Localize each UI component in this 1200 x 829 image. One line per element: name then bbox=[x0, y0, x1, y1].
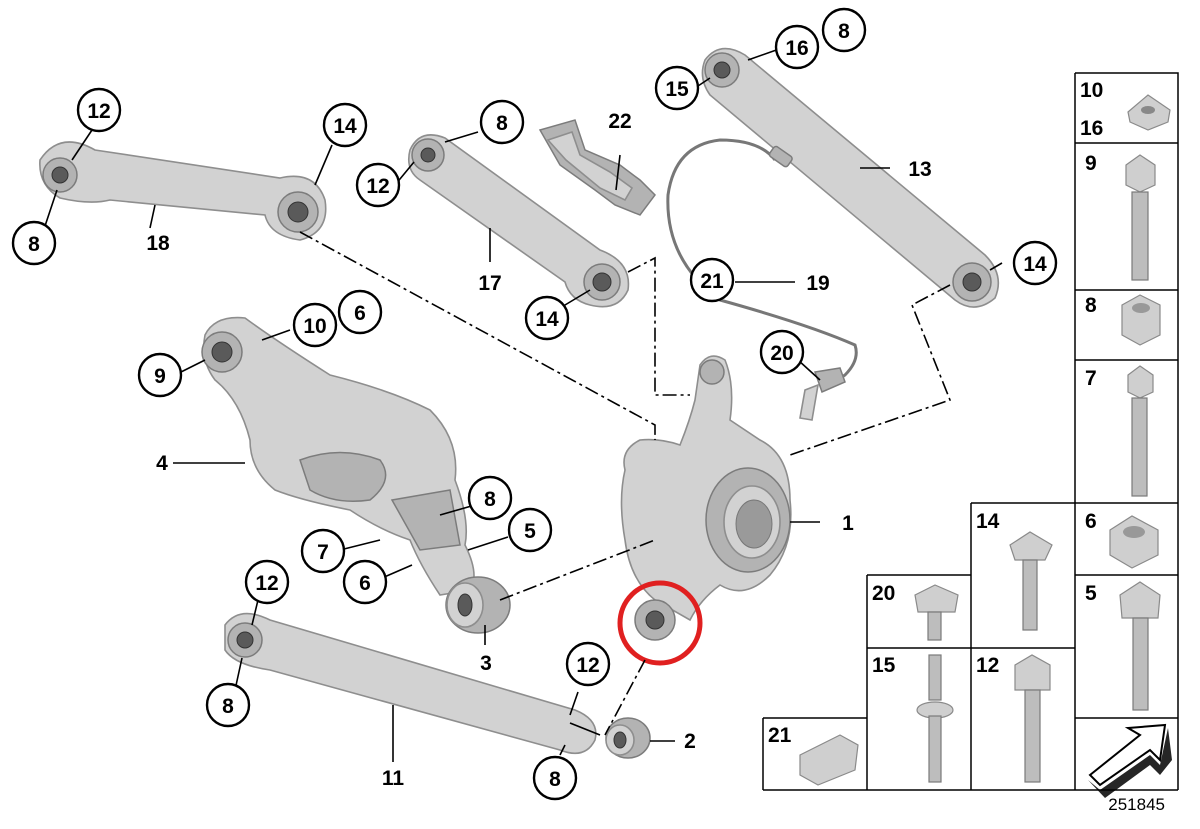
bracket-22[interactable] bbox=[538, 119, 656, 216]
hardware-clip-21[interactable]: 21 bbox=[768, 724, 859, 786]
control-arm-17[interactable] bbox=[407, 134, 630, 308]
callout-10: 10 bbox=[292, 302, 338, 348]
callout-6-bottom: 6 bbox=[342, 559, 388, 605]
hardware-bolt-12[interactable]: 12 bbox=[976, 654, 1051, 783]
label-17: 17 bbox=[478, 272, 501, 295]
callout-12-top-left: 12 bbox=[76, 87, 122, 133]
callout-9: 9 bbox=[137, 352, 183, 398]
control-arm-13[interactable] bbox=[701, 47, 1000, 308]
svg-text:16: 16 bbox=[785, 37, 808, 60]
callout-6-top: 6 bbox=[337, 289, 383, 335]
callout-12-arm17: 12 bbox=[355, 162, 401, 208]
abs-sensor-wire-19[interactable] bbox=[666, 138, 858, 387]
trailing-arm-4[interactable] bbox=[201, 316, 475, 596]
label-18: 18 bbox=[146, 232, 170, 255]
callout-7: 7 bbox=[300, 528, 346, 574]
svg-text:8: 8 bbox=[838, 20, 850, 43]
callout-8-arm17: 8 bbox=[479, 99, 525, 145]
svg-text:12: 12 bbox=[576, 654, 599, 677]
label-2: 2 bbox=[684, 730, 696, 753]
svg-text:7: 7 bbox=[317, 541, 329, 564]
carrier-lower-bushing[interactable] bbox=[617, 580, 703, 666]
label-13: 13 bbox=[908, 158, 931, 181]
callout-14-top: 14 bbox=[322, 102, 368, 148]
highlight-ring bbox=[617, 580, 703, 666]
svg-text:8: 8 bbox=[496, 112, 508, 135]
svg-text:14: 14 bbox=[535, 308, 559, 331]
hardware-bolt-9[interactable]: 9 bbox=[1085, 152, 1156, 281]
hardware-stud-15[interactable]: 15 bbox=[872, 654, 954, 783]
label-4: 4 bbox=[156, 452, 168, 475]
label-11: 11 bbox=[382, 767, 405, 790]
svg-text:8: 8 bbox=[28, 233, 40, 256]
svg-text:7: 7 bbox=[1085, 367, 1097, 390]
svg-text:14: 14 bbox=[1023, 253, 1047, 276]
svg-text:20: 20 bbox=[770, 342, 793, 365]
wheel-carrier-1[interactable] bbox=[620, 355, 792, 622]
callout-8-arm11-left: 8 bbox=[205, 682, 251, 728]
svg-text:6: 6 bbox=[354, 302, 366, 325]
svg-text:16: 16 bbox=[1080, 117, 1103, 140]
callout-5: 5 bbox=[507, 507, 553, 553]
hardware-bolt-5[interactable]: 5 bbox=[1085, 581, 1161, 711]
label-19: 19 bbox=[806, 272, 829, 295]
svg-text:12: 12 bbox=[255, 572, 278, 595]
speed-sensor-20[interactable] bbox=[799, 367, 846, 421]
callout-12-arm11: 12 bbox=[244, 559, 290, 605]
svg-text:14: 14 bbox=[976, 510, 1000, 533]
svg-text:9: 9 bbox=[1085, 152, 1097, 175]
callout-15: 15 bbox=[654, 65, 700, 111]
hardware-bolt-20[interactable]: 20 bbox=[872, 582, 959, 641]
assembly-lines bbox=[299, 231, 952, 736]
callout-8-trailing: 8 bbox=[467, 475, 513, 521]
callout-14-arm13: 14 bbox=[1012, 240, 1058, 286]
leader-lines bbox=[41, 47, 1003, 762]
control-arm-11[interactable] bbox=[224, 612, 597, 755]
svg-text:14: 14 bbox=[333, 115, 357, 138]
callout-14-arm17: 14 bbox=[524, 295, 570, 341]
svg-text:10: 10 bbox=[1080, 79, 1103, 102]
hardware-nut-6[interactable]: 6 bbox=[1085, 510, 1159, 569]
svg-text:8: 8 bbox=[222, 695, 234, 718]
svg-text:12: 12 bbox=[976, 654, 999, 677]
svg-text:15: 15 bbox=[665, 78, 689, 101]
svg-text:8: 8 bbox=[1085, 294, 1097, 317]
svg-text:21: 21 bbox=[768, 724, 792, 747]
hardware-nut-8[interactable]: 8 bbox=[1085, 294, 1161, 346]
svg-text:21: 21 bbox=[700, 270, 724, 293]
diagram-number: 251845 bbox=[1108, 795, 1165, 814]
label-22: 22 bbox=[608, 110, 631, 133]
hardware-grid bbox=[762, 72, 1179, 791]
svg-text:5: 5 bbox=[1085, 582, 1097, 605]
orientation-arrow-icon bbox=[1088, 723, 1172, 798]
hardware-washer-10-16[interactable]: 10 16 bbox=[1080, 79, 1171, 140]
callout-8-top-left: 8 bbox=[11, 220, 57, 266]
callout-21: 21 bbox=[689, 257, 735, 303]
callout-16: 16 bbox=[774, 24, 820, 70]
callout-8-arm13: 8 bbox=[821, 7, 867, 53]
control-arm-18[interactable] bbox=[39, 141, 327, 241]
svg-text:6: 6 bbox=[1085, 510, 1097, 533]
svg-text:20: 20 bbox=[872, 582, 895, 605]
svg-text:8: 8 bbox=[549, 768, 561, 791]
svg-text:9: 9 bbox=[154, 365, 166, 388]
label-3: 3 bbox=[480, 652, 492, 675]
callout-8-arm11-right: 8 bbox=[532, 755, 578, 801]
bushing-2[interactable] bbox=[605, 717, 651, 759]
label-1: 1 bbox=[842, 512, 854, 535]
svg-text:15: 15 bbox=[872, 654, 896, 677]
callout-20: 20 bbox=[759, 329, 805, 375]
svg-text:6: 6 bbox=[359, 572, 371, 595]
svg-text:5: 5 bbox=[524, 520, 536, 543]
svg-text:10: 10 bbox=[303, 315, 326, 338]
svg-text:12: 12 bbox=[366, 175, 389, 198]
hardware-bolt-7[interactable]: 7 bbox=[1085, 365, 1154, 497]
callout-12-arm11-right: 12 bbox=[565, 641, 611, 687]
svg-text:12: 12 bbox=[87, 100, 110, 123]
hardware-bolt-14[interactable]: 14 bbox=[976, 510, 1053, 631]
bushing-3[interactable] bbox=[445, 576, 511, 634]
svg-text:8: 8 bbox=[484, 488, 496, 511]
